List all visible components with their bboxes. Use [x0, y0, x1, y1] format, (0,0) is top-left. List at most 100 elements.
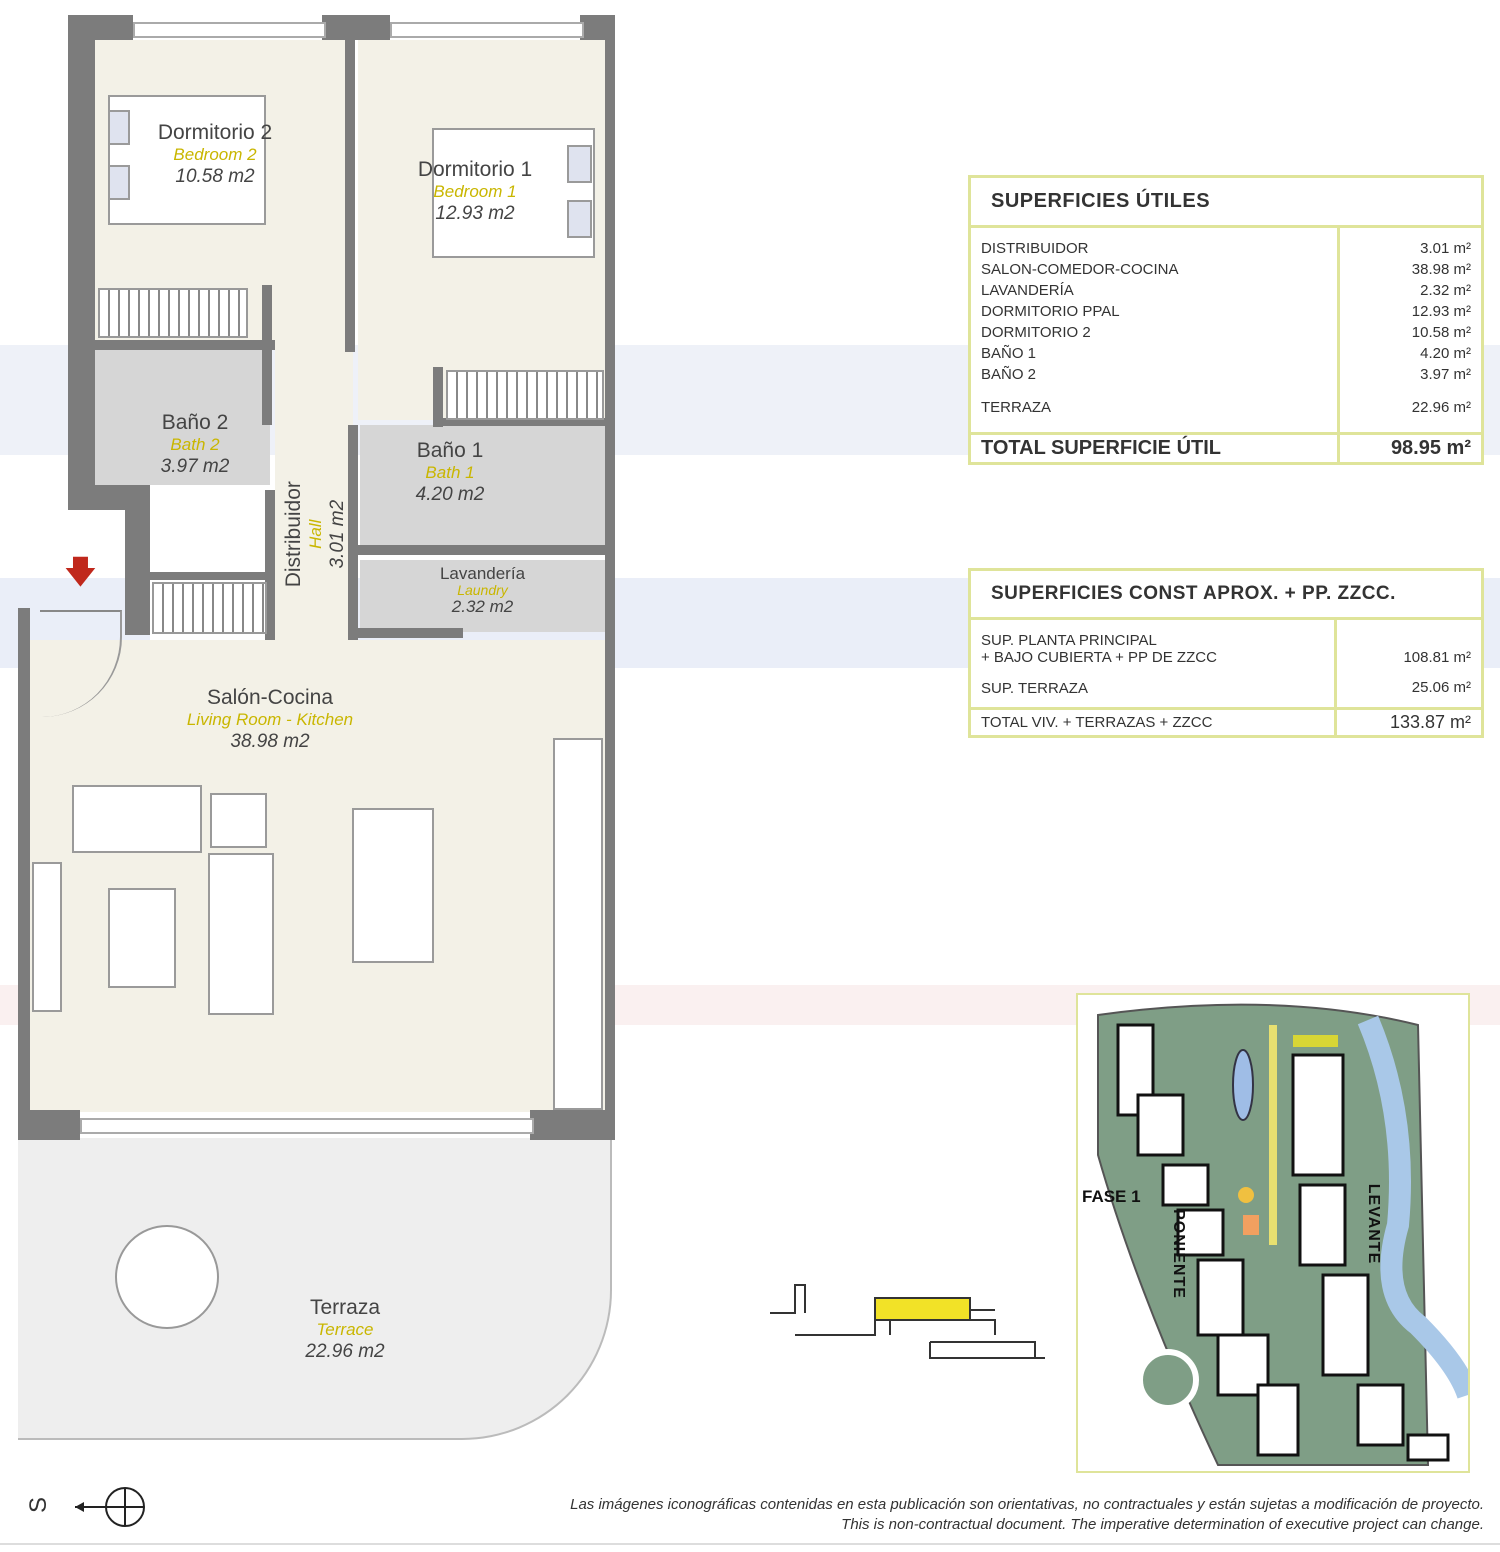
total-label: TOTAL SUPERFICIE ÚTIL [969, 432, 1339, 464]
highlight-block [1293, 1035, 1338, 1047]
table-row: DORMITORIO PPAL 12.93 m² [970, 301, 1483, 322]
wardrobe [152, 582, 267, 634]
site-map-graphic [1097, 1003, 1468, 1466]
table-row: TERRAZA 22.96 m² [970, 385, 1483, 434]
window [390, 22, 584, 38]
sofa [208, 853, 274, 1015]
row-value: 38.98 m² [1336, 259, 1483, 280]
room-distribuidor [275, 290, 353, 640]
room-salon-cocina [28, 640, 605, 1112]
wall [18, 608, 30, 1140]
room-name: Baño 1 [416, 439, 484, 462]
room-name-en: Hall [306, 519, 325, 549]
label-terraza: Terraza Terrace 22.96 m2 [260, 1295, 430, 1363]
room-name: Distribuidor [281, 481, 305, 588]
total-label: TOTAL VIV. + TERRAZAS + ZZCC [969, 707, 1336, 737]
row-value: 3.01 m² [1336, 226, 1483, 259]
room-name-en: Bath 1 [425, 463, 475, 483]
label-dormitorio-1: Dormitorio 1 Bedroom 1 12.93 m2 [390, 157, 560, 225]
room-name-en: Laundry [457, 581, 508, 598]
window [133, 22, 326, 38]
table-title: SUPERFICIES CONST APROX. + PP. ZZCC. [969, 569, 1483, 620]
wall [348, 425, 358, 640]
room-name: Dormitorio 1 [417, 158, 533, 181]
wall [18, 1110, 80, 1140]
row-value: 4.20 m² [1336, 343, 1483, 364]
table-row: LAVANDERÍA 2.32 m² [970, 280, 1483, 301]
wardrobe [98, 288, 248, 338]
room-area: 2.32 m2 [451, 596, 514, 616]
label-bano-1: Baño 1 Bath 1 4.20 m2 [385, 438, 515, 506]
wall [125, 485, 150, 635]
nightstand [108, 165, 130, 200]
row-value: 12.93 m² [1336, 301, 1483, 322]
room-name-en: Bedroom 1 [433, 182, 517, 202]
row-label: BAÑO 1 [981, 345, 1037, 362]
room-name: Baño 2 [161, 411, 229, 434]
site-map: FASE 1 PONIENTE LEVANTE [1076, 993, 1470, 1473]
site-phase-label: FASE 1 [1082, 1187, 1141, 1206]
armchair [210, 793, 267, 848]
sofa [72, 785, 202, 853]
wall [322, 15, 390, 40]
row-value: 22.96 m² [1336, 385, 1483, 434]
compass-letter: S [25, 1496, 53, 1514]
label-bano-2: Baño 2 Bath 2 3.97 m2 [130, 410, 260, 478]
wall [262, 285, 272, 425]
roundabout [1137, 1349, 1199, 1411]
row-value: 25.06 m² [1333, 668, 1483, 709]
label-dormitorio-2: Dormitorio 2 Bedroom 2 10.58 m2 [130, 120, 300, 188]
room-name: Dormitorio 2 [157, 121, 273, 144]
terrace-table [115, 1225, 219, 1329]
wall [605, 15, 615, 1140]
compass: S [25, 1485, 155, 1530]
room-name: Lavandería [439, 564, 526, 583]
wall [150, 572, 270, 580]
row-value: 3.97 m² [1336, 364, 1483, 385]
table-row: SUP. PLANTA PRINCIPAL+ BAJO CUBIERTA + P… [970, 618, 1483, 668]
building-section-diagram [770, 1284, 1045, 1359]
room-name-en: Bath 2 [170, 435, 220, 455]
table-row: DISTRIBUIDOR 3.01 m² [970, 226, 1483, 259]
row-label: LAVANDERÍA [981, 282, 1074, 299]
total-value: 98.95 m² [1336, 432, 1483, 464]
amenity [1243, 1215, 1259, 1235]
row-label: SALON-COMEDOR-COCINA [981, 261, 1179, 278]
wardrobe [446, 370, 604, 420]
room-area: 4.20 m2 [415, 483, 485, 505]
site-block-east-label: LEVANTE [1365, 1183, 1383, 1265]
total-value: 133.87 m² [1333, 707, 1483, 737]
room-name: Salón-Cocina [206, 686, 334, 709]
room-area: 10.58 m2 [175, 165, 255, 187]
north-arrow-icon [75, 1487, 145, 1527]
room-lavanderia [360, 560, 605, 632]
row-label: TERRAZA [981, 399, 1052, 416]
wall [68, 15, 133, 40]
row-value: 10.58 m² [1336, 322, 1483, 343]
table-row: SALON-COMEDOR-COCINA 38.98 m² [970, 259, 1483, 280]
dining-table [352, 808, 434, 963]
kitchen-counter [553, 738, 603, 1110]
room-area: 22.96 m2 [305, 1340, 385, 1362]
row-value: 2.32 m² [1336, 280, 1483, 301]
nightstand [567, 200, 592, 238]
row-value: 108.81 m² [1333, 618, 1483, 668]
terrace-area [18, 1138, 612, 1440]
label-distribuidor: Distribuidor Hall 3.01 m2 [281, 434, 349, 634]
wall [358, 545, 605, 555]
bed [108, 95, 266, 225]
room-name-en: Terrace [316, 1320, 374, 1340]
room-area: 38.98 m2 [230, 730, 310, 752]
row-label: DORMITORIO PPAL [981, 303, 1120, 320]
amenity [1238, 1187, 1254, 1203]
room-area: 3.01 m2 [326, 499, 348, 569]
wall [345, 40, 355, 352]
row-label: DISTRIBUIDOR [981, 240, 1089, 257]
room-name: Terraza [309, 1296, 381, 1319]
tv-unit [32, 862, 62, 1012]
row-label: SUP. TERRAZA [981, 680, 1088, 697]
